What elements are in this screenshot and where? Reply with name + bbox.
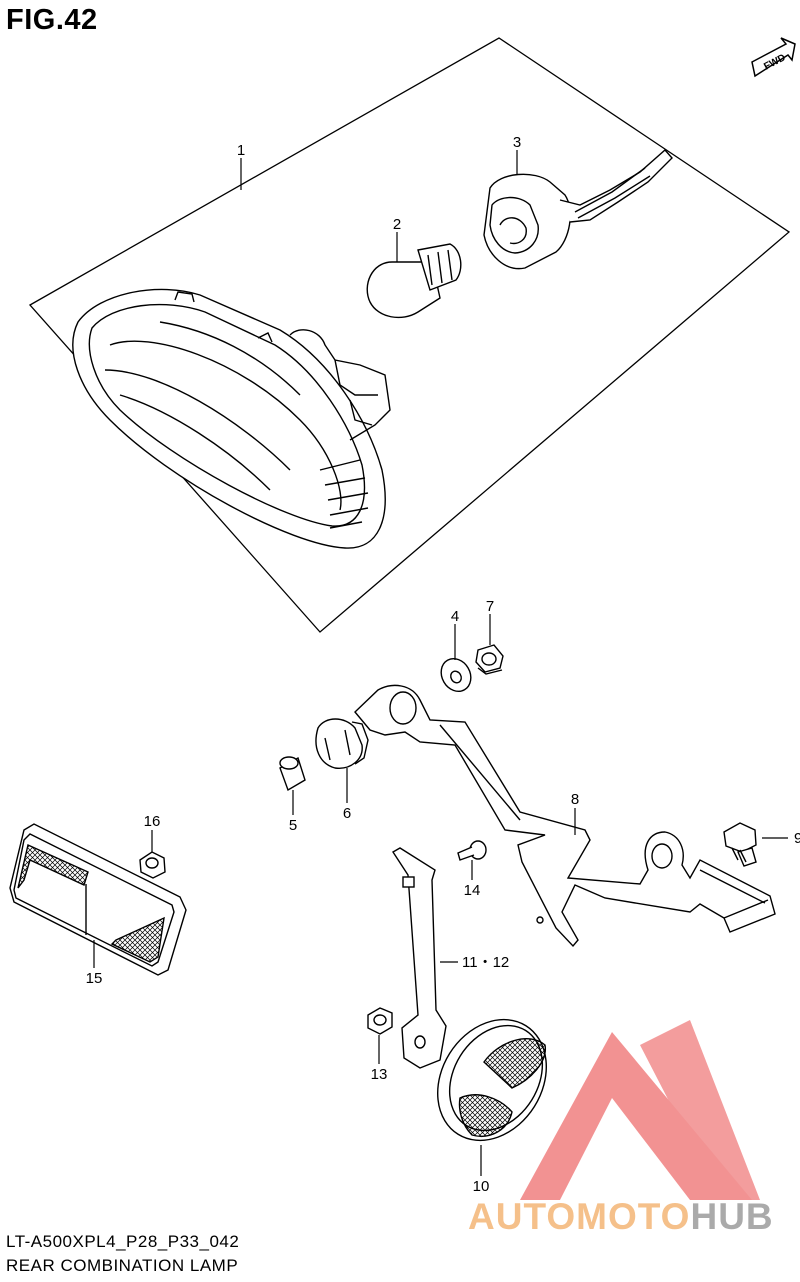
round-reflector: [437, 1018, 547, 1142]
callout-14: 14: [464, 882, 481, 899]
watermark-logo: [520, 1020, 760, 1200]
callout-labels: 1 2 3 4 7 5 6 8 9 10 11・12 13 14 15 16: [86, 134, 800, 1195]
reflector-nut-16: [139, 851, 166, 879]
washer: [440, 657, 472, 693]
callout-9: 9: [794, 830, 800, 847]
lamp-bracket: [354, 684, 776, 948]
watermark-text-part1: AUTOMOTO: [468, 1196, 691, 1237]
rear-lamp-housing: [72, 288, 391, 549]
figure-title: FIG.42: [6, 4, 98, 36]
watermark-text-part2: HUB: [690, 1196, 774, 1237]
watermark-text: AUTOMOTOHUB: [468, 1196, 774, 1238]
reflector-bracket: [392, 847, 447, 1069]
callout-13: 13: [371, 1066, 388, 1083]
callout-3: 3: [513, 134, 521, 151]
fwd-arrow-icon: FWD: [751, 37, 796, 78]
section-name: REAR COMBINATION LAMP: [6, 1256, 239, 1275]
leader-lines: [93, 150, 788, 1176]
callout-4: 4: [451, 608, 459, 625]
callout-11-12: 11・12: [462, 954, 509, 971]
rectangular-reflector: [9, 823, 187, 976]
callout-10: 10: [473, 1178, 490, 1195]
callout-2: 2: [393, 216, 401, 233]
model-code: LT-A500XPL4_P28_P33_042: [6, 1232, 240, 1251]
flange-bolt: [723, 822, 757, 867]
bulb: [366, 243, 462, 319]
callout-1: 1: [237, 142, 245, 159]
callout-16: 16: [144, 813, 161, 830]
callout-5: 5: [289, 817, 297, 834]
reflector-nut: [367, 1007, 393, 1035]
bulb-socket: [483, 149, 673, 270]
screw: [457, 840, 487, 861]
assembly-outline-box: [28, 37, 791, 633]
callout-15: 15: [86, 970, 103, 987]
collar: [279, 756, 306, 792]
callout-6: 6: [343, 805, 351, 822]
flange-nut: [475, 644, 504, 675]
callout-7: 7: [486, 598, 494, 615]
callout-8: 8: [571, 791, 579, 808]
grommet: [315, 718, 369, 769]
